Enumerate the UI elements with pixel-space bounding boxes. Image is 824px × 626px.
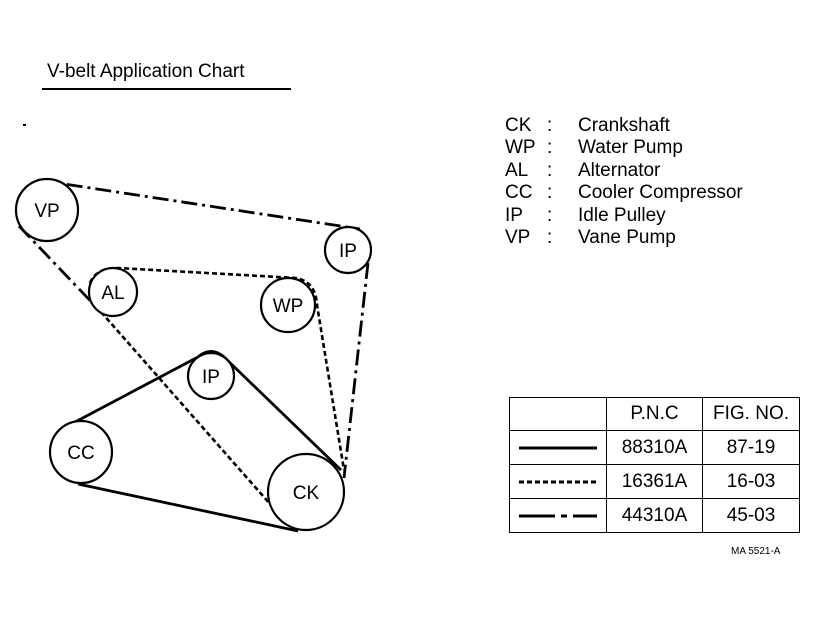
legend-code: IP bbox=[505, 204, 523, 226]
legend-row: WP : Water Pump bbox=[505, 137, 743, 159]
legend-sep: : bbox=[547, 137, 553, 159]
legend-sep: : bbox=[547, 159, 553, 181]
header-line bbox=[509, 397, 607, 431]
belt-diagram: VP IP AL WP IP CC CK bbox=[14, 177, 373, 533]
line-sample-dash-dot bbox=[519, 514, 597, 517]
line-sample-solid bbox=[519, 446, 597, 449]
document-code: MA 5521-A bbox=[731, 546, 781, 557]
legend-code: CC bbox=[505, 182, 533, 204]
legend-code: CK bbox=[505, 115, 532, 136]
belt-vp-ip-top bbox=[37, 178, 361, 231]
line-sample-dash-dot-cell bbox=[509, 498, 607, 533]
pulley-label-ck: CK bbox=[293, 483, 320, 504]
pulley-al: AL bbox=[87, 266, 139, 318]
belt-cc-ip bbox=[59, 355, 199, 432]
table-row: 88310A 87-19 bbox=[509, 430, 800, 465]
fig-cell: 16-03 bbox=[702, 464, 800, 499]
legend-sep: : bbox=[547, 115, 553, 136]
legend-name: Crankshaft bbox=[578, 115, 670, 136]
header-pnc: P.N.C bbox=[606, 397, 703, 431]
pulley-label-al: AL bbox=[101, 283, 124, 304]
fig-cell: 45-03 bbox=[702, 498, 800, 533]
pulley-ip-lower: IP bbox=[186, 351, 236, 401]
pulley-label-cc: CC bbox=[67, 443, 94, 464]
pnc-cell: 44310A bbox=[606, 498, 703, 533]
legend-name: Cooler Compressor bbox=[578, 182, 743, 204]
line-sample-solid-cell bbox=[509, 430, 607, 465]
legend-row: CK : Crankshaft bbox=[505, 115, 743, 137]
legend-row: VP : Vane Pump bbox=[505, 227, 743, 249]
pulley-label-wp: WP bbox=[273, 296, 304, 317]
legend-row: AL : Alternator bbox=[505, 160, 743, 182]
belt-ip-ck bbox=[342, 262, 370, 479]
table-row: 44310A 45-03 bbox=[509, 498, 800, 533]
pnc-table: P.N.C FIG. NO. 88310A 87-19 16361A 16-03… bbox=[509, 397, 800, 533]
legend-name: Idle Pulley bbox=[578, 204, 666, 226]
belt-dash-dot bbox=[17, 178, 370, 479]
title-underline bbox=[42, 88, 291, 90]
legend-name: Vane Pump bbox=[578, 227, 676, 249]
pulley-label-ip-lower: IP bbox=[202, 367, 220, 388]
chart-title: V-belt Application Chart bbox=[47, 61, 245, 82]
belt-vp-al bbox=[17, 225, 103, 313]
legend-code: AL bbox=[505, 159, 529, 181]
pulley-vp: VP bbox=[14, 177, 80, 243]
pnc-cell: 88310A bbox=[606, 430, 703, 465]
belt-cc-ck bbox=[77, 482, 299, 533]
line-sample-dashed bbox=[519, 480, 597, 483]
stray-mark bbox=[23, 124, 26, 126]
legend-row: CC : Cooler Compressor bbox=[505, 182, 743, 204]
legend-code: VP bbox=[505, 227, 531, 249]
belt-al-ck bbox=[100, 311, 279, 514]
pulley-label-ip-upper: IP bbox=[339, 241, 357, 262]
legend-code: WP bbox=[505, 137, 536, 159]
table-row: 16361A 16-03 bbox=[509, 464, 800, 499]
legend-name: Water Pump bbox=[578, 137, 683, 159]
fig-cell: 87-19 bbox=[702, 430, 800, 465]
legend-name: Alternator bbox=[578, 159, 661, 181]
pnc-cell: 16361A bbox=[606, 464, 703, 499]
legend-sep: : bbox=[547, 204, 553, 226]
line-sample-dashed-cell bbox=[509, 464, 607, 499]
legend-row: IP : Idle Pulley bbox=[505, 205, 743, 227]
header-fig: FIG. NO. bbox=[702, 397, 800, 431]
table-header-row: P.N.C FIG. NO. bbox=[509, 397, 800, 431]
legend: CK : Crankshaft WP : Water Pump AL : Alt… bbox=[505, 115, 743, 249]
pulley-ip-upper: IP bbox=[323, 225, 373, 275]
pulley-cc: CC bbox=[48, 419, 114, 485]
pulley-wp: WP bbox=[259, 276, 317, 334]
legend-sep: : bbox=[547, 182, 553, 204]
pulley-ck: CK bbox=[266, 452, 346, 532]
pulley-label-vp: VP bbox=[34, 201, 59, 222]
legend-sep: : bbox=[547, 227, 553, 249]
